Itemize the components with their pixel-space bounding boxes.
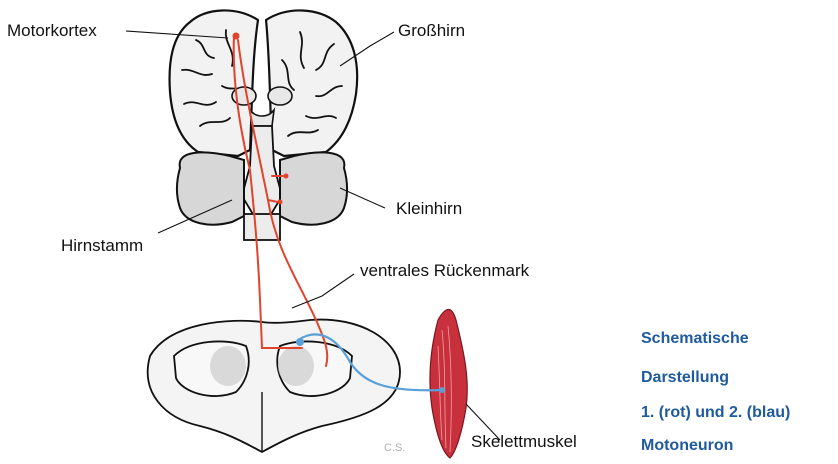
label-skelettmuskel: Skelettmuskel [471, 432, 577, 452]
caption-line-4: Motoneuron [641, 437, 733, 455]
artist-initials: C.S. [384, 442, 405, 454]
label-grosshirn: Großhirn [398, 21, 465, 41]
neuromuscular-junction [439, 387, 445, 393]
caption-line-2: Darstellung [641, 369, 729, 387]
lower-motor-neuron-soma [296, 338, 304, 346]
label-motorkortex: Motorkortex [7, 21, 97, 41]
label-hirnstamm: Hirnstamm [61, 236, 143, 256]
label-kleinhirn: Kleinhirn [396, 199, 462, 219]
caption-line-3: 1. (rot) und 2. (blau) [641, 404, 790, 422]
label-rueckenmark: ventrales Rückenmark [360, 261, 529, 281]
caption-line-1: Schematische [641, 330, 749, 348]
spinal-cord-section [148, 320, 400, 452]
